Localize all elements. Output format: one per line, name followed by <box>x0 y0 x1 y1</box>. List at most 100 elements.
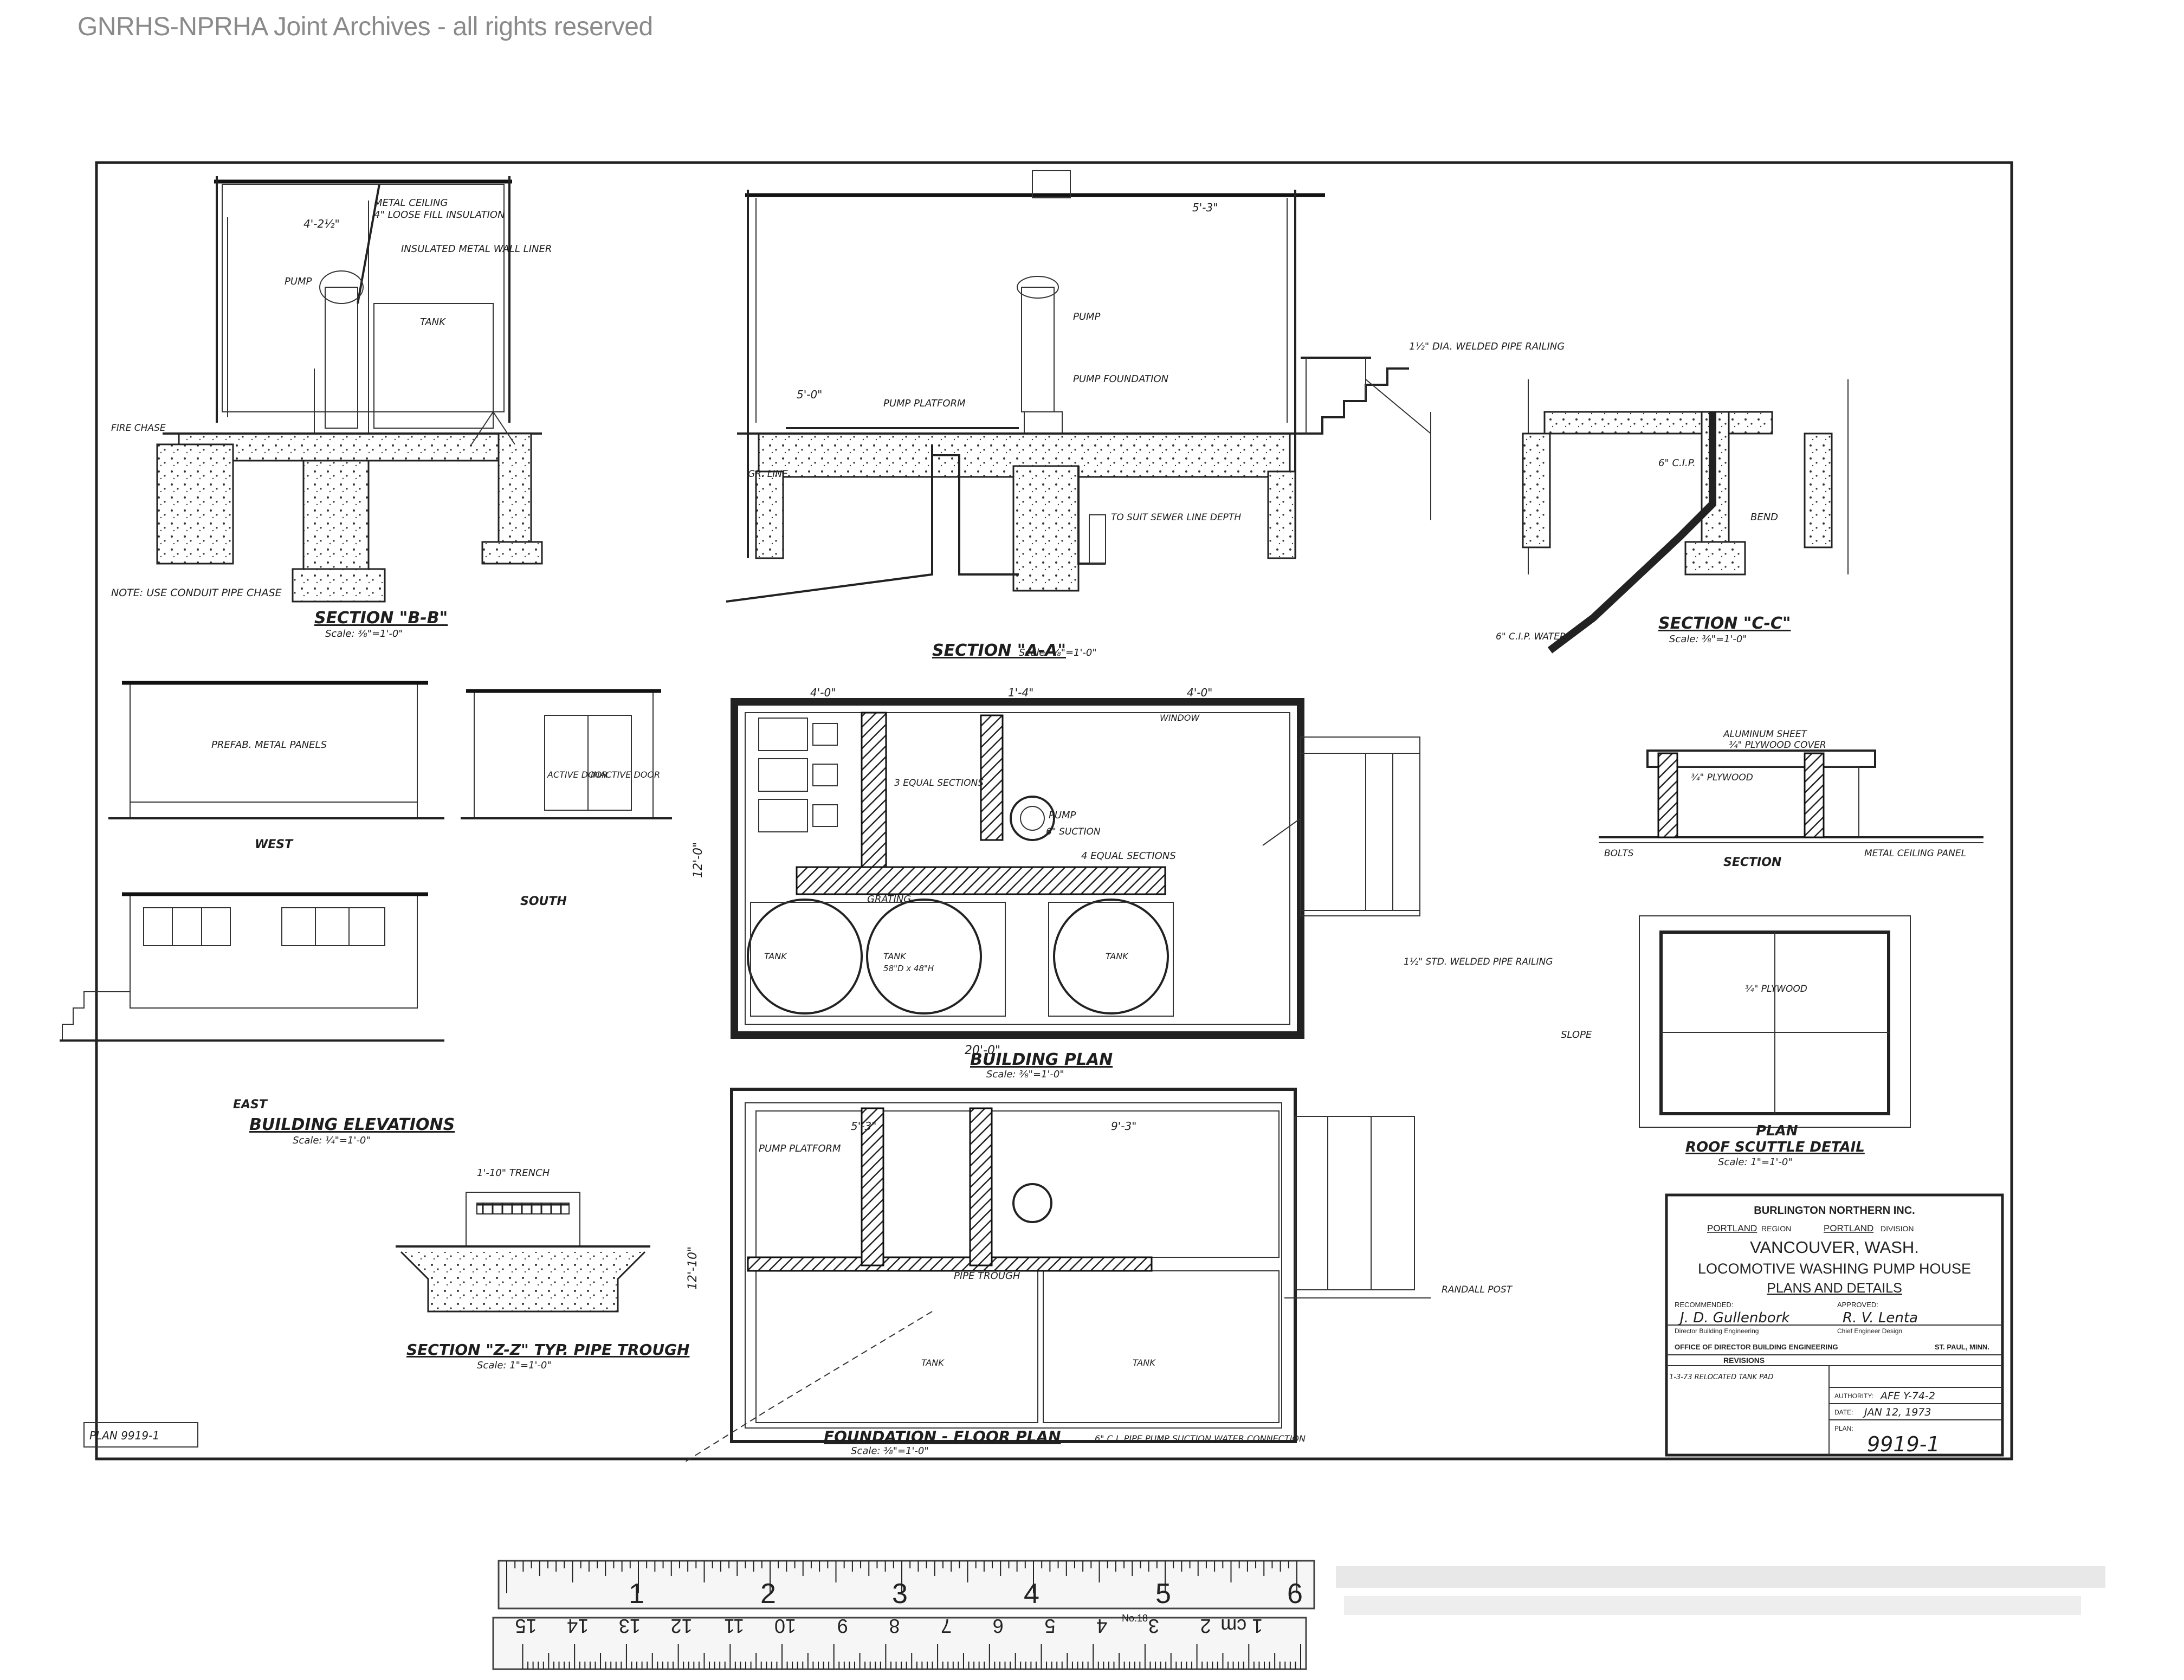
east-elevation: EAST <box>60 892 444 1112</box>
cm-label: 5 <box>1044 1615 1055 1637</box>
foundation-plan-view: PUMP PLATFORM 5'-3" 9'-3" PIPE TROUGH TA… <box>682 1088 1513 1464</box>
fp-tank-1: TANK <box>921 1358 945 1368</box>
inch-label: 3 <box>892 1578 908 1610</box>
bp-overall-width: 20'-0" <box>965 1044 1000 1057</box>
south-label: SOUTH <box>520 895 567 908</box>
bp-tank-1: TANK <box>764 951 787 961</box>
cm-label: 12 <box>671 1615 693 1637</box>
bp-window: WINDOW <box>1160 713 1200 723</box>
building-plan-scale: Scale: ⅜"=1'-0" <box>986 1069 1064 1080</box>
plan-stamp: PLAN 9919-1 <box>83 1422 198 1448</box>
scuttle-ceiling-panel: METAL CEILING PANEL <box>1864 848 1966 859</box>
foundation-plan-title: FOUNDATION - FLOOR PLAN <box>824 1427 1061 1445</box>
bp-grating: GRATING <box>867 894 911 905</box>
foundation-plan-scale: Scale: ⅜"=1'-0" <box>851 1445 929 1457</box>
faded-label-strip <box>1336 1566 2105 1615</box>
inch-scale-ticks: 1 2 3 4 5 6 <box>506 1561 1303 1610</box>
aa-pump-platform: PUMP PLATFORM <box>883 398 966 409</box>
inch-label: 5 <box>1155 1578 1171 1610</box>
tb-plan-label: PLAN: <box>1834 1425 1853 1432</box>
aa-pump-note: PUMP <box>1073 311 1101 322</box>
west-panels-note: PREFAB. METAL PANELS <box>211 739 327 751</box>
cc-bend: BEND <box>1750 512 1778 523</box>
bp-std-railing: 1½" STD. WELDED PIPE RAILING <box>1404 957 1553 967</box>
cc-pipe: 6" C.I.P. <box>1658 457 1696 469</box>
aa-sewer-note: TO SUIT SEWER LINE DEPTH <box>1111 512 1241 523</box>
scuttle-plan-plywood: ¾" PLYWOOD <box>1745 984 1807 994</box>
fp-dim-2: 9'-3" <box>1111 1120 1136 1133</box>
tb-division: PORTLAND <box>1824 1223 1873 1233</box>
section-aa-scale: Scale: ⅜"=1'-0" <box>1019 647 1097 658</box>
tb-approved-title: Chief Engineer Design <box>1837 1327 1902 1335</box>
fp-dim-1: 5'-3" <box>851 1120 876 1133</box>
scuttle-plywood-cover: ¾" PLYWOOD COVER <box>1729 740 1826 751</box>
south-active-door: ACTIVE DOOR <box>547 770 608 780</box>
plan-stamp-text: PLAN 9919-1 <box>89 1429 159 1442</box>
tb-revisions: REVISIONS <box>1723 1356 1765 1365</box>
cm-label: 11 <box>724 1615 744 1637</box>
bb-loose-fill: 4" LOOSE FILL INSULATION <box>374 209 505 221</box>
roof-scuttle-scale: Scale: 1"=1'-0" <box>1718 1156 1793 1168</box>
inch-label: 1 <box>629 1578 644 1610</box>
tb-date-label: DATE: <box>1834 1408 1853 1416</box>
section-cc-title: SECTION "C-C" <box>1658 614 1791 633</box>
bp-pump: PUMP <box>1049 810 1076 821</box>
section-bb-view: 4'-2½" METAL CEILING 4" LOOSE FILL INSUL… <box>111 176 552 639</box>
bp-dim-3: 4'-0" <box>1187 686 1212 699</box>
section-zz-scale: Scale: 1"=1'-0" <box>477 1360 552 1371</box>
scuttle-plan-title: PLAN <box>1756 1123 1798 1139</box>
cm-label: 10 <box>774 1615 796 1637</box>
cm-label: 14 <box>567 1615 589 1637</box>
inch-label: 6 <box>1287 1578 1303 1610</box>
bb-tank-note: TANK <box>420 316 446 328</box>
scuttle-plan-view: ¾" PLYWOOD SLOPE PLAN ROOF SCUTTLE DETAI… <box>1561 915 1911 1168</box>
inch-label: 4 <box>1024 1578 1039 1610</box>
tb-approved-label: APPROVED: <box>1837 1301 1878 1309</box>
cm-label: 4 <box>1096 1615 1107 1637</box>
tb-office: OFFICE OF DIRECTOR BUILDING ENGINEERING <box>1675 1343 1838 1351</box>
bp-tank-3: TANK <box>1106 951 1129 961</box>
tb-recommended-sig: J. D. Gullenbork <box>1677 1310 1790 1326</box>
bp-depth: 12'-0" <box>692 842 705 878</box>
tb-company: BURLINGTON NORTHERN INC. <box>1754 1205 1915 1217</box>
bp-equal-sections: 4 EQUAL SECTIONS <box>1081 850 1176 862</box>
bp-dim-2: 1'-4" <box>1008 686 1033 699</box>
bb-fire-chase: FIRE CHASE <box>111 423 166 434</box>
tb-authority: AFE Y-74-2 <box>1879 1390 1935 1402</box>
section-cc-scale: Scale: ⅜"=1'-0" <box>1669 634 1747 645</box>
cc-water: 6" C.I.P. WATER <box>1496 631 1566 642</box>
section-zz-view: 1'-10" TRENCH SECTION "Z-Z" TYP. PIPE TR… <box>396 1167 689 1371</box>
section-bb-title: SECTION "B-B" <box>314 609 448 628</box>
bb-pump-note: PUMP <box>285 276 312 287</box>
aa-dim-2: 5'-0" <box>797 388 822 401</box>
tb-date: JAN 12, 1973 <box>1862 1406 1931 1418</box>
archive-watermark: GNRHS-NPRHA Joint Archives - all rights … <box>77 12 653 41</box>
aa-gr-line: GR. LINE <box>748 469 788 480</box>
west-label: WEST <box>255 838 294 851</box>
zz-trench: 1'-10" TRENCH <box>477 1167 550 1179</box>
bb-dim-label: 4'-2½" <box>303 217 340 230</box>
bp-dim-1: 4'-0" <box>810 686 836 699</box>
scuttle-bolts: BOLTS <box>1604 848 1634 859</box>
building-elevations-title: BUILDING ELEVATIONS <box>249 1115 455 1134</box>
fp-tank-2: TANK <box>1133 1358 1156 1368</box>
title-block: BURLINGTON NORTHERN INC. PORTLAND REGION… <box>1665 1193 2004 1457</box>
tb-approved-sig: R. V. Lenta <box>1843 1310 1918 1326</box>
tb-recommended-title: Director Building Engineering <box>1675 1327 1759 1335</box>
aa-welded-railing: 1½" DIA. WELDED PIPE RAILING <box>1409 341 1565 352</box>
section-cc-view: 6" C.I.P. BEND 6" C.I.P. WATER SECTION "… <box>1496 379 1849 654</box>
scuttle-aluminum: ALUMINUM SHEET <box>1723 729 1808 740</box>
tb-city: ST. PAUL, MINN. <box>1935 1343 1989 1351</box>
tb-division-label: DIVISION <box>1881 1224 1914 1233</box>
tb-revision-1: 1-3-73 RELOCATED TANK PAD <box>1669 1373 1773 1381</box>
scuttle-plywood: ¾" PLYWOOD <box>1691 772 1753 783</box>
cm-label: 13 <box>619 1615 641 1637</box>
bp-tank-2: TANK <box>883 951 907 961</box>
cm-label: 6 <box>993 1615 1004 1637</box>
section-bb-scale: Scale: ⅜"=1'-0" <box>325 628 403 639</box>
inch-label: 2 <box>760 1578 776 1610</box>
bb-metal-ceiling: METAL CEILING <box>374 197 448 209</box>
bp-equal-sections-2: 3 EQUAL SECTIONS <box>894 778 984 789</box>
section-aa-title: SECTION "A-A" <box>932 641 1066 660</box>
